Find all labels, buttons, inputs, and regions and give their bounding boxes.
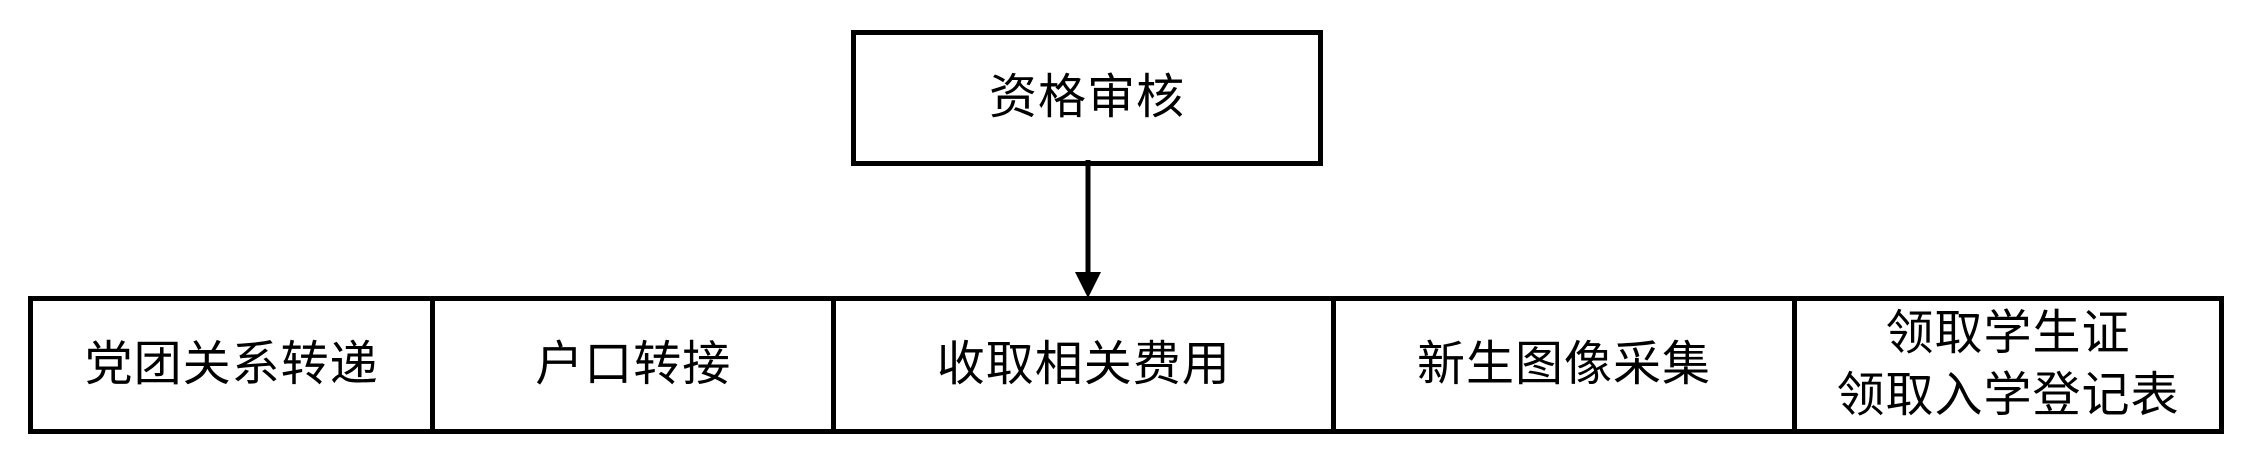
flow-bottom-row: 党团关系转递 户口转接 收取相关费用 新生图像采集 领取学生证 领取入学登记表 [28,296,2224,434]
flow-cell-1-label: 党团关系转递 [84,338,379,391]
flow-cell-3-label: 收取相关费用 [936,338,1231,391]
down-arrow-icon [1075,160,1101,298]
flow-cell-1[interactable]: 党团关系转递 [33,301,436,429]
flow-node-top[interactable]: 资格审核 [851,30,1323,166]
flow-cell-3[interactable]: 收取相关费用 [836,301,1337,429]
flow-node-top-label: 资格审核 [988,70,1185,124]
flow-cell-5[interactable]: 领取学生证 领取入学登记表 [1796,301,2219,429]
flow-cell-2[interactable]: 户口转接 [435,301,837,429]
flow-cell-4-label: 新生图像采集 [1417,338,1712,391]
flow-cell-5-label: 领取学生证 领取入学登记表 [1836,307,2180,422]
flow-cell-4[interactable]: 新生图像采集 [1336,301,1797,429]
flow-cell-2-label: 户口转接 [535,338,732,391]
